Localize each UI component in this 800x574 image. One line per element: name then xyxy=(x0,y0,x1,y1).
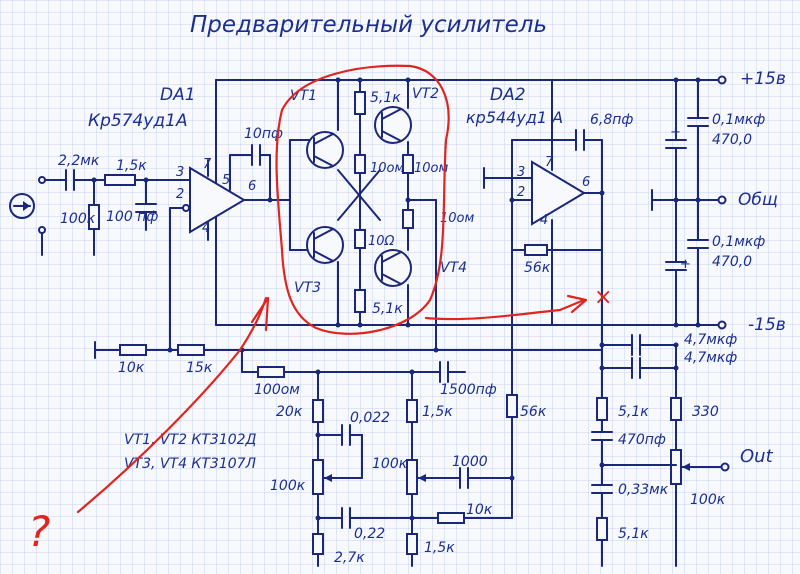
c-470-top-label: 470,0 xyxy=(712,132,752,148)
r-51k-o-label: 5,1к xyxy=(618,404,649,420)
da1-pin-3: 3 xyxy=(176,165,184,180)
r-bot-label: 5,1к xyxy=(372,301,403,317)
c-033-label: 0,33мк xyxy=(618,482,669,498)
transistor-note-2: VT3, VT4 КТ3107Л xyxy=(124,456,257,472)
pot2-label: 100к xyxy=(372,456,408,472)
pot1-label: 100к xyxy=(270,478,306,494)
red-cross-mark: × xyxy=(594,285,612,310)
da2-pin-2: 2 xyxy=(517,185,525,200)
c-da2-label: 6,8пф xyxy=(590,112,633,128)
minus-terminal xyxy=(717,320,727,330)
da1-pin-6: 6 xyxy=(248,179,256,194)
r-15k-b-label: 1,5к xyxy=(422,404,453,420)
c-gnd-label: 100 пф xyxy=(106,209,158,225)
r-20k-label: 20к xyxy=(276,404,303,420)
da1-opamp xyxy=(169,144,291,351)
red-question-mark: ? xyxy=(28,507,50,556)
c-47a-label: 4,7мкф xyxy=(684,332,737,348)
c-470pf-label: 470пф xyxy=(618,432,666,448)
c-da1-label: 10пф xyxy=(244,126,283,142)
c-470-bot-label: 470,0 xyxy=(712,254,752,270)
da1-name: DA1 xyxy=(160,85,196,105)
c-01-top-label: 0,1мкф xyxy=(712,112,765,128)
input-network xyxy=(65,169,191,256)
da1-pin-2: 2 xyxy=(176,187,184,202)
r-gnd-label: 100к xyxy=(60,211,96,227)
r-10k-label: 10к xyxy=(118,360,145,376)
supply-capacitors xyxy=(665,77,709,328)
c-47b-label: 4,7мкф xyxy=(684,350,737,366)
out-terminal xyxy=(720,462,730,472)
da1-pin-7: 7 xyxy=(203,157,212,172)
da2-type: кр544уд1 А xyxy=(466,108,563,127)
r-56k-b-label: 56к xyxy=(520,404,547,420)
c-in-label: 2,2мк xyxy=(58,153,100,169)
c-1000-label: 1000 xyxy=(452,454,488,470)
vt2-label: VT2 xyxy=(412,86,439,102)
out-label: Out xyxy=(740,446,774,467)
da1-type: Кр574уд1А xyxy=(88,111,188,131)
tone-network xyxy=(94,341,603,567)
c-1500-label: 1500пф xyxy=(440,382,497,398)
plus-terminal xyxy=(717,75,727,85)
da2-pin-4: 4 xyxy=(540,213,548,228)
r-fb2-label: 56к xyxy=(524,260,551,276)
r-51k-o2-label: 5,1к xyxy=(618,526,649,542)
red-annotations xyxy=(76,64,588,514)
da2-name: DA2 xyxy=(490,85,526,105)
r-100om-label: 100ом xyxy=(254,382,300,398)
title: Предварительный усилитель xyxy=(190,12,547,38)
r-in-label: 1,5к xyxy=(116,158,147,174)
r-e4-label: 10Ω xyxy=(368,234,395,249)
r-15k-c-label: 1,5к xyxy=(424,540,455,556)
power-rails xyxy=(215,75,727,330)
r-330-label: 330 xyxy=(692,404,719,420)
transistor-note-1: VT1, VT2 КТ3102Д xyxy=(124,432,257,448)
r-e2-label: 10ом xyxy=(414,161,448,176)
c-01-bot-label: 0,1мкф xyxy=(712,234,765,250)
plus-rail-label: +15в xyxy=(740,69,786,89)
vt3-label: VT3 xyxy=(294,280,321,296)
da1-pin-4: 4 xyxy=(202,221,210,236)
r-15k-label: 15к xyxy=(186,360,213,376)
da2-pin-6: 6 xyxy=(582,175,590,190)
r-top-label: 5,1к xyxy=(370,90,401,106)
da2-pin-7: 7 xyxy=(545,155,554,170)
common-terminal xyxy=(717,195,727,205)
pot-out-label: 100к xyxy=(690,492,726,508)
c-022b-label: 0,22 xyxy=(354,526,385,542)
output-stage xyxy=(289,77,437,349)
input-source xyxy=(9,176,67,256)
da2-opamp xyxy=(483,129,605,396)
da1-pin-5: 5 xyxy=(222,173,230,188)
da2-pin-3: 3 xyxy=(517,165,525,180)
common-rail-label: Общ xyxy=(738,190,778,210)
r-10k-b-label: 10к xyxy=(466,502,493,518)
r-e3-label: 10ом xyxy=(440,211,474,226)
plus-sign-top: + xyxy=(670,125,681,140)
vt4-label: VT4 xyxy=(440,260,467,276)
minus-rail-label: -15в xyxy=(748,315,786,335)
r-27k-label: 2,7к xyxy=(334,550,365,566)
r-e1-label: 10ом xyxy=(370,161,404,176)
plus-sign-bottom: + xyxy=(680,257,691,272)
output-section xyxy=(591,334,730,567)
c-022a-label: 0,022 xyxy=(350,410,390,426)
